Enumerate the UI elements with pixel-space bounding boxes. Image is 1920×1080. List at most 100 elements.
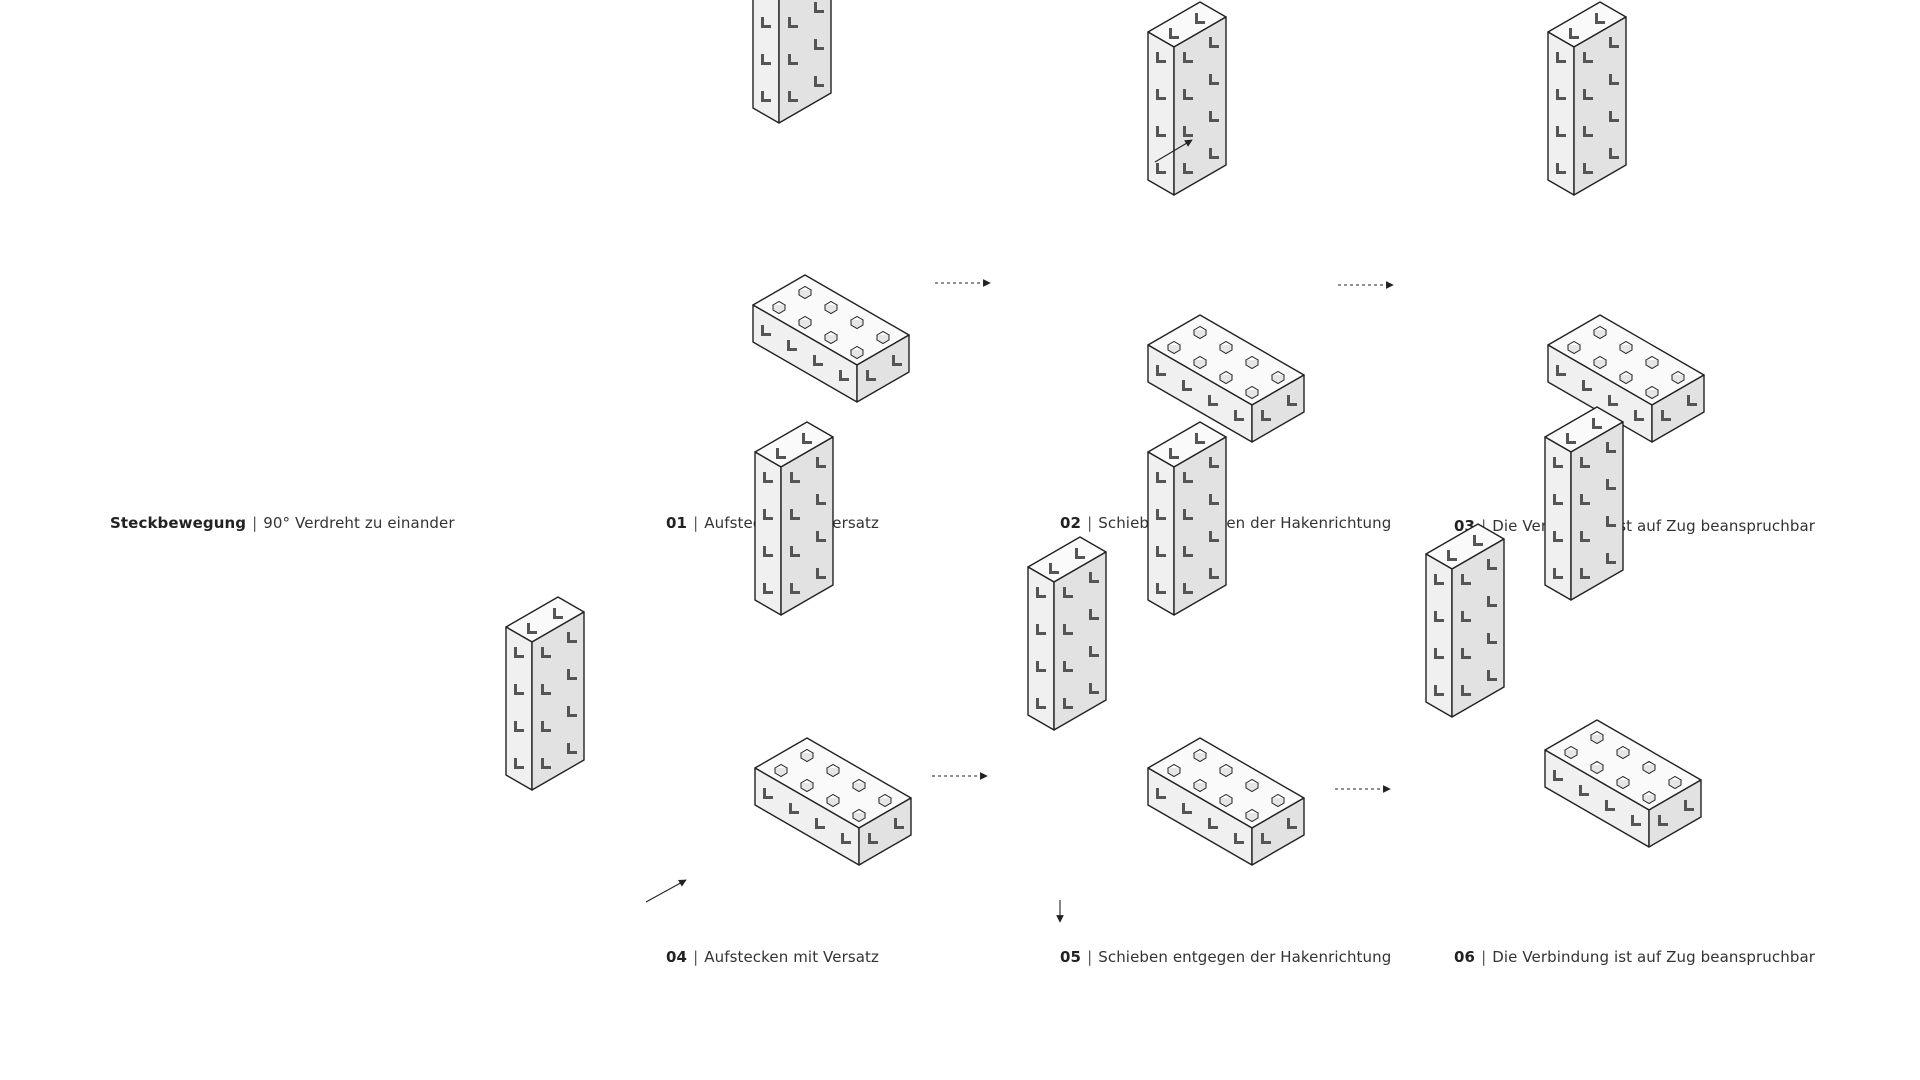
connector-hole [761,54,771,65]
connector-hole [1183,546,1193,557]
connector-stud [1219,793,1233,808]
block-left-face [1544,749,1650,848]
connector-hole [514,647,524,658]
step-text: Die Verbindung ist auf Zug beanspruchbar [1492,948,1816,966]
block-right-face [1570,421,1624,601]
block-top-face [1147,737,1305,829]
connector-hole [1687,395,1697,406]
loose-block-04 [505,596,585,791]
connector-stud [1616,775,1630,790]
step-separator: | [1087,948,1093,966]
connector-hole [761,325,771,336]
step-number: 05 [1060,948,1082,966]
connector-hole [787,340,797,351]
base-block-06 [1544,719,1702,848]
connector-stud [1567,340,1581,355]
connector-stud [798,285,812,300]
step-number: 04 [666,948,688,966]
connector-hole [514,684,524,695]
connector-hole [567,743,577,754]
connector-stud [1593,325,1607,340]
connector-hole [1156,546,1166,557]
block-right-face [858,797,912,866]
connector-hole [814,2,824,13]
connector-stud [774,763,788,778]
connector-hole [1461,574,1471,585]
connector-hole [1063,661,1073,672]
connector-hole [527,623,537,634]
step-separator: | [693,948,699,966]
step-separator: | [693,514,699,532]
heading-subtitle: 90° Verdreht zu einander [263,514,455,532]
connector-stud [1245,778,1259,793]
connector-hole [1156,126,1166,137]
connector-stud [1668,775,1682,790]
connector-hole [1183,472,1193,483]
block-right-face [1648,779,1702,848]
connector-hole [1156,788,1166,799]
connector-stud [852,808,866,823]
connector-hole [1209,457,1219,468]
connector-hole [1089,646,1099,657]
heading-title: Steckbewegung [110,514,247,532]
block-top-face [1547,314,1705,406]
step-caption-05: 05|Schieben entgegen der Hakenrichtung [1060,948,1391,966]
connector-hole [1556,89,1566,100]
column-block-02 [1147,1,1227,196]
connector-hole [553,608,563,619]
block-top-face [1547,1,1627,48]
connector-hole [1183,163,1193,174]
connector-hole [1183,52,1193,63]
connector-hole [567,632,577,643]
block-right-face [1251,797,1305,866]
block-right-face [1173,16,1227,196]
block-top-face [1147,314,1305,406]
connector-hole [1609,111,1619,122]
step-number: 02 [1060,514,1082,532]
connector-hole [1566,433,1576,444]
connector-stud [1271,370,1285,385]
connector-hole [1609,74,1619,85]
connector-hole [894,818,904,829]
connector-hole [1582,380,1592,391]
connector-hole [1580,568,1590,579]
connector-hole [1606,442,1616,453]
connector-stud [824,330,838,345]
connector-hole [1556,52,1566,63]
connector-stud [800,748,814,763]
step-caption-03: 03|Die Verbindung ist auf Zug beanspruch… [1454,517,1815,535]
connector-stud [1193,325,1207,340]
connector-hole [1595,13,1605,24]
connector-hole [1580,457,1590,468]
connector-hole [1583,126,1593,137]
connector-stud [1219,340,1233,355]
connector-stud [850,315,864,330]
block-top-face [1147,421,1227,468]
connector-stud [1245,385,1259,400]
step-text: Die Verbindung ist auf Zug beanspruchbar [1492,517,1816,535]
step-separator: | [1481,517,1487,535]
connector-hole [1209,111,1219,122]
connector-hole [1209,37,1219,48]
connector-hole [1606,553,1616,564]
connector-stud [824,300,838,315]
connector-stud [1193,778,1207,793]
base-block-02 [1147,314,1305,443]
connector-hole [1287,818,1297,829]
side-block-05 [1027,536,1107,731]
connector-stud [1219,763,1233,778]
connector-hole [1434,648,1444,659]
slide-arrow-up [1154,139,1193,163]
connector-hole [1195,433,1205,444]
connector-hole [763,472,773,483]
connector-hole [1287,395,1297,406]
connector-hole [1089,609,1099,620]
connector-hole [1089,683,1099,694]
block-right-face [1573,16,1627,196]
connector-hole [761,91,771,102]
connector-hole [1209,494,1219,505]
connector-hole [1075,548,1085,559]
block-right-face [1053,551,1107,731]
insert-arrow-diagonal [645,879,687,903]
connector-hole [1208,818,1218,829]
